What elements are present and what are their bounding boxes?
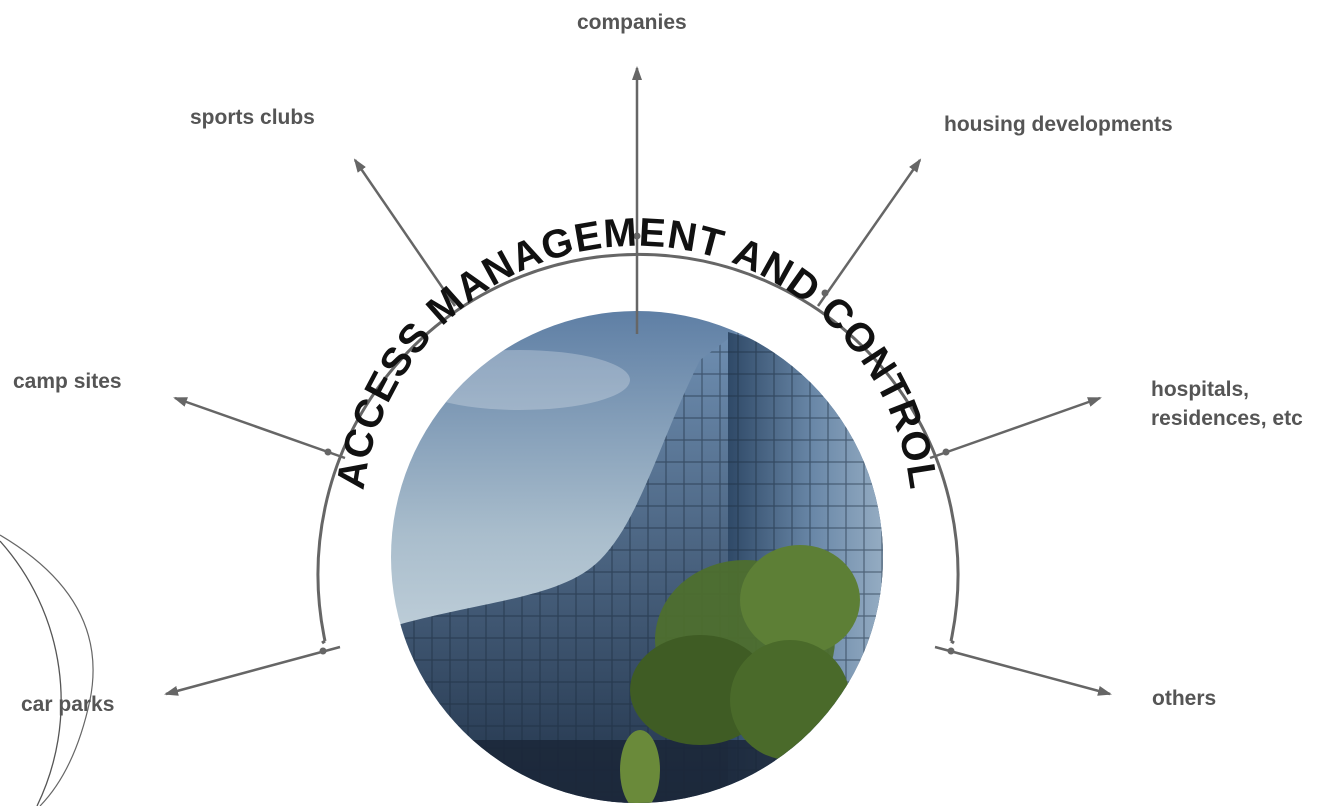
label-housing-developments: housing developments: [944, 113, 1173, 136]
ring-junction-dot-hospitals: [942, 448, 950, 456]
arrow-to-sports-clubs: [353, 158, 457, 307]
building-photo: [391, 311, 883, 803]
label-hospitals-line1: hospitals,: [1151, 378, 1250, 401]
arrow-to-camp-sites: [173, 396, 346, 460]
label-sports-clubs: sports clubs: [190, 106, 315, 129]
ring-junction-dot-others: [947, 647, 955, 655]
label-hospitals-line2: residences, etc: [1151, 407, 1303, 430]
arrow-to-car-parks: [164, 645, 341, 696]
label-others: others: [1152, 687, 1217, 710]
decorative-circle-outline: [0, 540, 62, 807]
ring-junction-dot-sports-clubs: [442, 289, 450, 297]
arrow-to-hospitals: [929, 396, 1102, 460]
ring-junction-dot-companies: [633, 232, 641, 240]
connector-arrows: [164, 66, 1112, 696]
label-hospitals: hospitals, residences, etc: [1151, 375, 1303, 433]
ring-junction-dot-housing-developments: [821, 289, 829, 297]
label-companies: companies: [577, 11, 687, 34]
arrow-to-others: [934, 645, 1112, 696]
label-car-parks: car parks: [21, 693, 115, 716]
arrow-to-housing-developments: [816, 158, 922, 307]
ring-junction-dot-camp-sites: [324, 448, 332, 456]
label-camp-sites: camp sites: [13, 370, 122, 393]
ring-junction-dot-car-parks: [319, 647, 327, 655]
